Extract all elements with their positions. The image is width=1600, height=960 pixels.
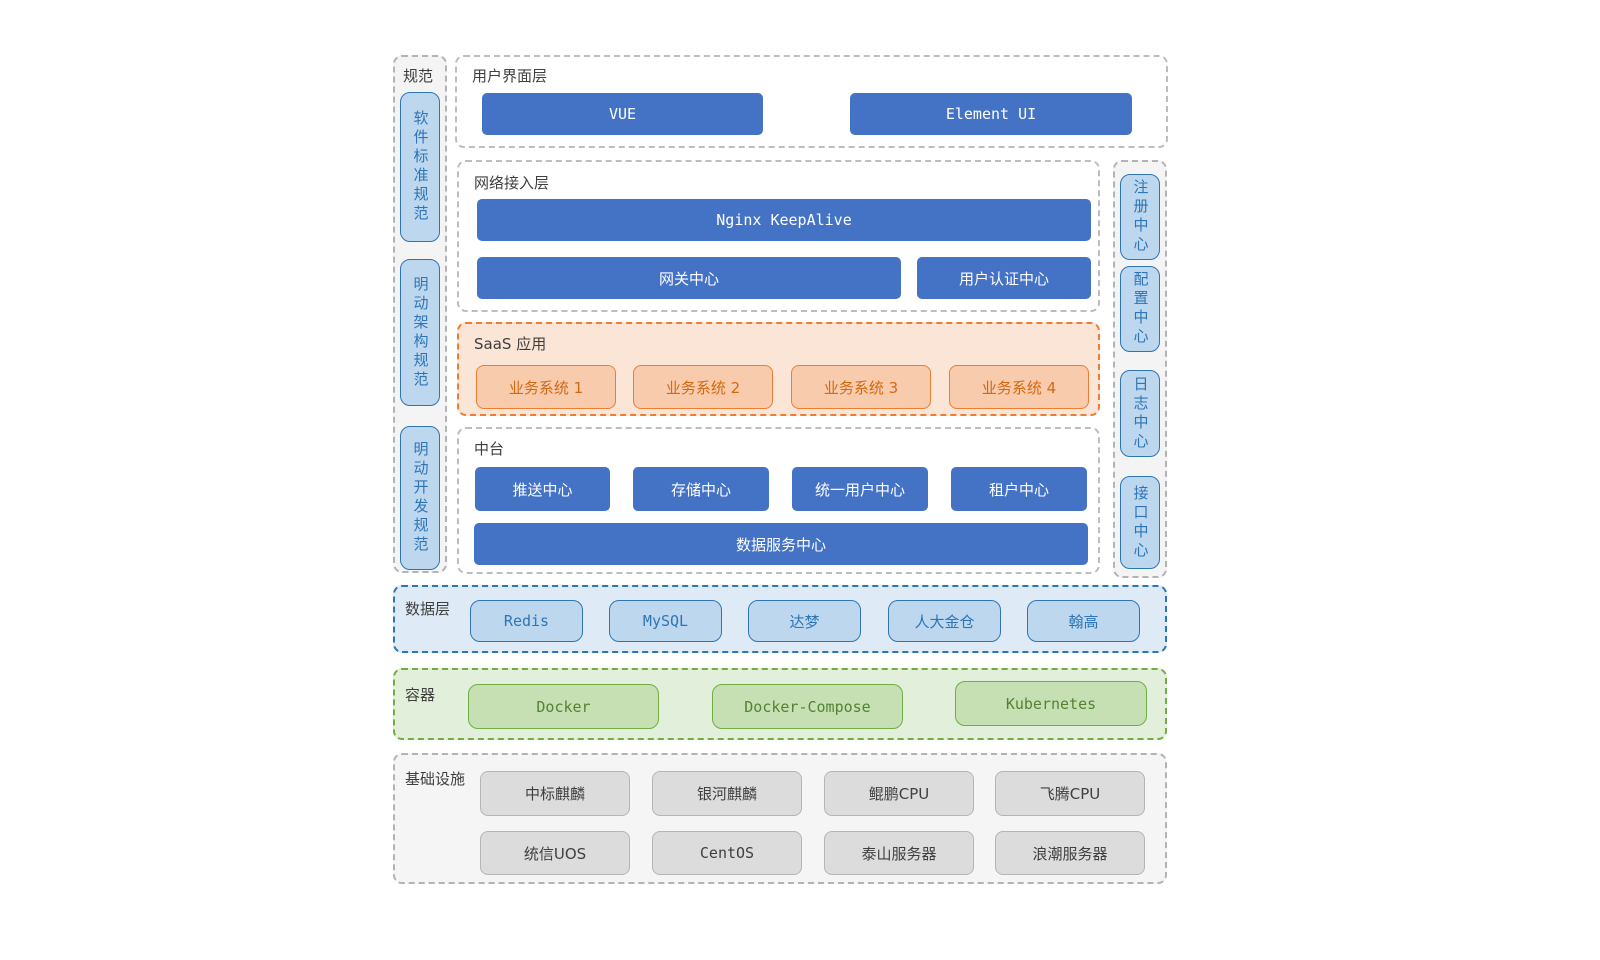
node-docker: Docker xyxy=(468,684,659,729)
node-interface-center: 接口中心 xyxy=(1120,476,1160,569)
node-taishan-server: 泰山服务器 xyxy=(824,831,974,875)
node-mysql: MySQL xyxy=(609,600,722,642)
network-layer-title: 网络接入层 xyxy=(474,174,550,192)
node-gateway-center: 网关中心 xyxy=(477,257,901,299)
data-layer-section: 数据层 Redis MySQL 达梦 人大金仓 翰高 xyxy=(393,585,1167,653)
ui-layer-section: 用户界面层 VUE Element UI xyxy=(455,55,1168,148)
node-storage-center: 存储中心 xyxy=(633,467,769,511)
node-kunpeng-cpu: 鲲鹏CPU xyxy=(824,771,974,816)
ui-layer-title: 用户界面层 xyxy=(472,67,548,85)
node-docker-compose: Docker-Compose xyxy=(712,684,903,729)
node-uos: 统信UOS xyxy=(480,831,630,875)
node-config-center: 配置中心 xyxy=(1120,266,1160,352)
node-element-ui: Element UI xyxy=(850,93,1132,135)
node-tenant-center: 租户中心 xyxy=(951,467,1087,511)
infrastructure-section: 基础设施 中标麒麟 银河麒麟 鲲鹏CPU 飞腾CPU 统信UOS CentOS … xyxy=(393,753,1167,884)
node-business-system-4: 业务系统 4 xyxy=(949,365,1089,409)
spec-development: 明动开发规范 xyxy=(400,426,440,570)
node-redis: Redis xyxy=(470,600,583,642)
specs-sidebar: 规范 软件标准规范 明动架构规范 明动开发规范 xyxy=(393,55,447,573)
node-business-system-1: 业务系统 1 xyxy=(476,365,616,409)
node-nginx-keepalive: Nginx KeepAlive xyxy=(477,199,1091,241)
middle-platform-section: 中台 推送中心 存储中心 统一用户中心 租户中心 数据服务中心 xyxy=(457,427,1100,574)
spec-software-standard: 软件标准规范 xyxy=(400,92,440,242)
network-layer-section: 网络接入层 Nginx KeepAlive 网关中心 用户认证中心 xyxy=(457,160,1100,312)
node-push-center: 推送中心 xyxy=(475,467,610,511)
registry-sidebar: 注册中心 配置中心 日志中心 接口中心 xyxy=(1113,160,1167,578)
node-kingbase: 人大金仓 xyxy=(888,600,1001,642)
saas-section: SaaS 应用 业务系统 1 业务系统 2 业务系统 3 业务系统 4 xyxy=(457,322,1100,416)
spec-architecture: 明动架构规范 xyxy=(400,259,440,406)
node-registry-center: 注册中心 xyxy=(1120,174,1160,260)
container-section: 容器 Docker Docker-Compose Kubernetes xyxy=(393,668,1167,740)
node-highgo: 翰高 xyxy=(1027,600,1140,642)
node-vue: VUE xyxy=(482,93,763,135)
data-layer-title: 数据层 xyxy=(405,600,451,618)
node-business-system-2: 业务系统 2 xyxy=(633,365,773,409)
node-kubernetes: Kubernetes xyxy=(955,681,1147,726)
node-galaxy-kylin: 银河麒麟 xyxy=(652,771,802,816)
infrastructure-title: 基础设施 xyxy=(405,770,466,788)
node-dameng: 达梦 xyxy=(748,600,861,642)
node-feiteng-cpu: 飞腾CPU xyxy=(995,771,1145,816)
saas-title: SaaS 应用 xyxy=(474,335,547,353)
node-inspur-server: 浪潮服务器 xyxy=(995,831,1145,875)
node-unified-user-center: 统一用户中心 xyxy=(792,467,928,511)
middle-platform-title: 中台 xyxy=(474,440,505,458)
specs-sidebar-title: 规范 xyxy=(403,67,434,85)
node-centos: CentOS xyxy=(652,831,802,875)
node-zhongbiao-kylin: 中标麒麟 xyxy=(480,771,630,816)
container-title: 容器 xyxy=(405,686,436,704)
node-business-system-3: 业务系统 3 xyxy=(791,365,931,409)
node-log-center: 日志中心 xyxy=(1120,370,1160,457)
node-user-auth-center: 用户认证中心 xyxy=(917,257,1091,299)
node-data-service-center: 数据服务中心 xyxy=(474,523,1088,565)
